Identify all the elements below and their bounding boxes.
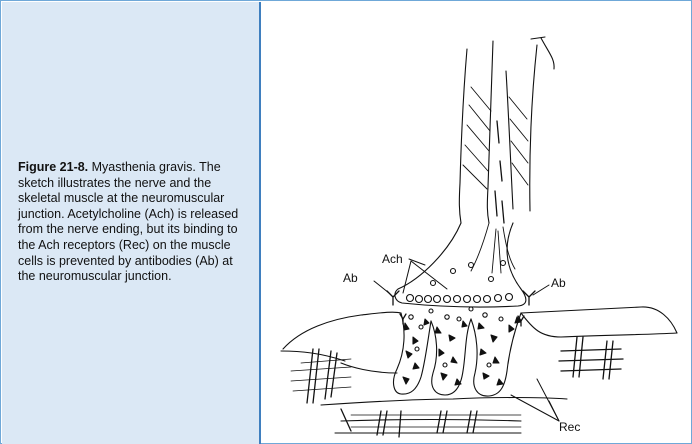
- figure-label: Figure 21-8.: [18, 160, 88, 174]
- label-ab-right: Ab: [551, 276, 566, 290]
- antibody-left: [387, 291, 406, 324]
- figure-caption: Figure 21-8. Myasthenia gravis. The sket…: [18, 160, 242, 285]
- caption-text: Myasthenia gravis. The sketch illustrate…: [18, 160, 238, 283]
- nerve-axon: [459, 37, 554, 273]
- nerve-terminal: [395, 223, 526, 307]
- caption-panel: Figure 21-8. Myasthenia gravis. The sket…: [2, 2, 261, 444]
- label-ach: Ach: [382, 252, 403, 266]
- receptor-circles: [409, 307, 503, 367]
- label-rec: Rec: [559, 420, 580, 434]
- neuromuscular-junction-sketch: Ach Ab Ab Rec: [263, 2, 691, 444]
- label-ab-left: Ab: [343, 271, 358, 285]
